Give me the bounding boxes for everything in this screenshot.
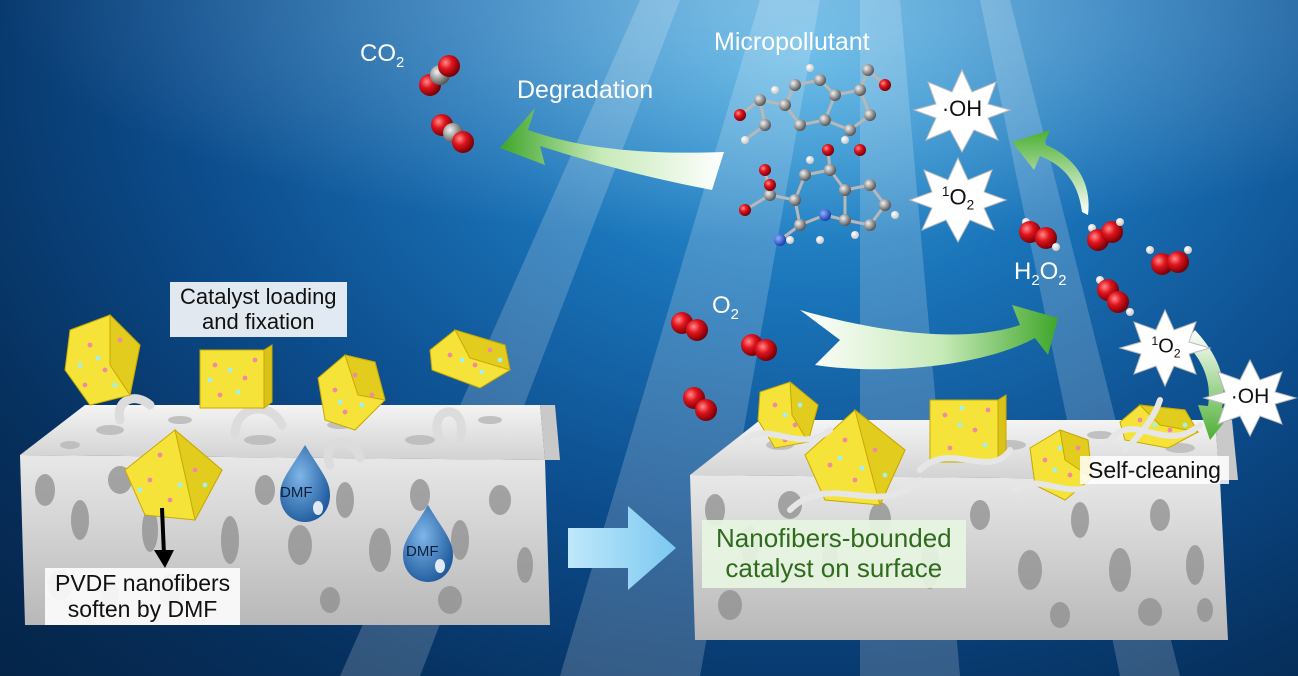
burst-star-oh-right (1202, 358, 1298, 438)
degradation-arrow (500, 108, 724, 190)
h2o2-molecule-4 (1096, 276, 1134, 316)
o2-molecule-3 (683, 387, 717, 421)
binding-nanofibers (742, 397, 1203, 513)
degradation-label: Degradation (517, 76, 654, 104)
pvdf-line-1: PVDF nanofibers (55, 570, 231, 596)
catalyst-dots-left (77, 337, 503, 503)
h2o2-to-oh-arrow (1012, 130, 1089, 215)
self-cleaning-label: Self-cleaning (1080, 456, 1229, 485)
catalyst-cube-5 (124, 428, 223, 522)
pvdf-line-2: soften by DMF (67, 596, 218, 623)
micropollutant-molecule-2 (739, 144, 899, 246)
dmf-label-2: DMF (406, 543, 439, 560)
co2-molecule-1 (419, 55, 460, 96)
o2-molecule-2 (741, 334, 777, 361)
h2o2-molecule-1 (1019, 218, 1060, 251)
catalyst-cube-8 (929, 394, 1007, 463)
oh-radical-label-top: ·OH (941, 96, 983, 121)
o2-label: O2 (712, 292, 739, 323)
o2-to-h2o2-arrow (800, 305, 1058, 370)
singlet-oxygen-label-right: 1O2 (1151, 334, 1181, 361)
catalyst-cube-2 (199, 344, 273, 409)
catalyst-cube-4 (429, 329, 511, 389)
burst-star-1o2-top (908, 156, 1008, 244)
black-arrow (154, 507, 174, 568)
burst-star-1o2-right (1118, 308, 1212, 388)
pvdf-label: PVDF nanofibers soften by DMF (45, 568, 241, 625)
process-arrow (568, 506, 676, 590)
catalyst-cube-3 (317, 354, 386, 431)
nanofibers-bounded-label: Nanofibers-bounded catalyst on surface (702, 520, 966, 588)
dmf-label-1: DMF (280, 484, 313, 501)
micropollutant-label: Micropollutant (714, 28, 870, 56)
catalyst-loading-line-2: and fixation (202, 309, 315, 335)
nanofibers-bounded-line-1: Nanofibers-bounded (716, 523, 952, 553)
micropollutant-molecule-1 (734, 64, 891, 144)
h2o2-molecule-2 (1087, 218, 1124, 251)
oh-radical-label-right: ·OH (1230, 385, 1270, 408)
h2o2-molecule-3 (1146, 246, 1192, 275)
h2o2-label: H2O2 (1014, 258, 1067, 289)
co2-label: CO2 (360, 40, 405, 71)
catalyst-dots-right (772, 402, 1188, 483)
catalyst-loading-line-1: Catalyst loading (180, 284, 337, 309)
dmf-droplet-1 (280, 445, 330, 522)
catalyst-cube-1 (64, 313, 141, 406)
co2-molecule-2 (431, 114, 474, 153)
singlet-oxygen-label-top: 1O2 (941, 184, 975, 213)
dmf-droplet-2 (403, 505, 453, 582)
catalyst-loading-label: Catalyst loading and fixation (170, 282, 347, 337)
o2-molecule-1 (671, 312, 708, 341)
burst-star-oh-top (912, 68, 1012, 154)
catalyst-cubes-left (64, 313, 511, 522)
nanofibers-bounded-line-2: catalyst on surface (725, 552, 943, 583)
